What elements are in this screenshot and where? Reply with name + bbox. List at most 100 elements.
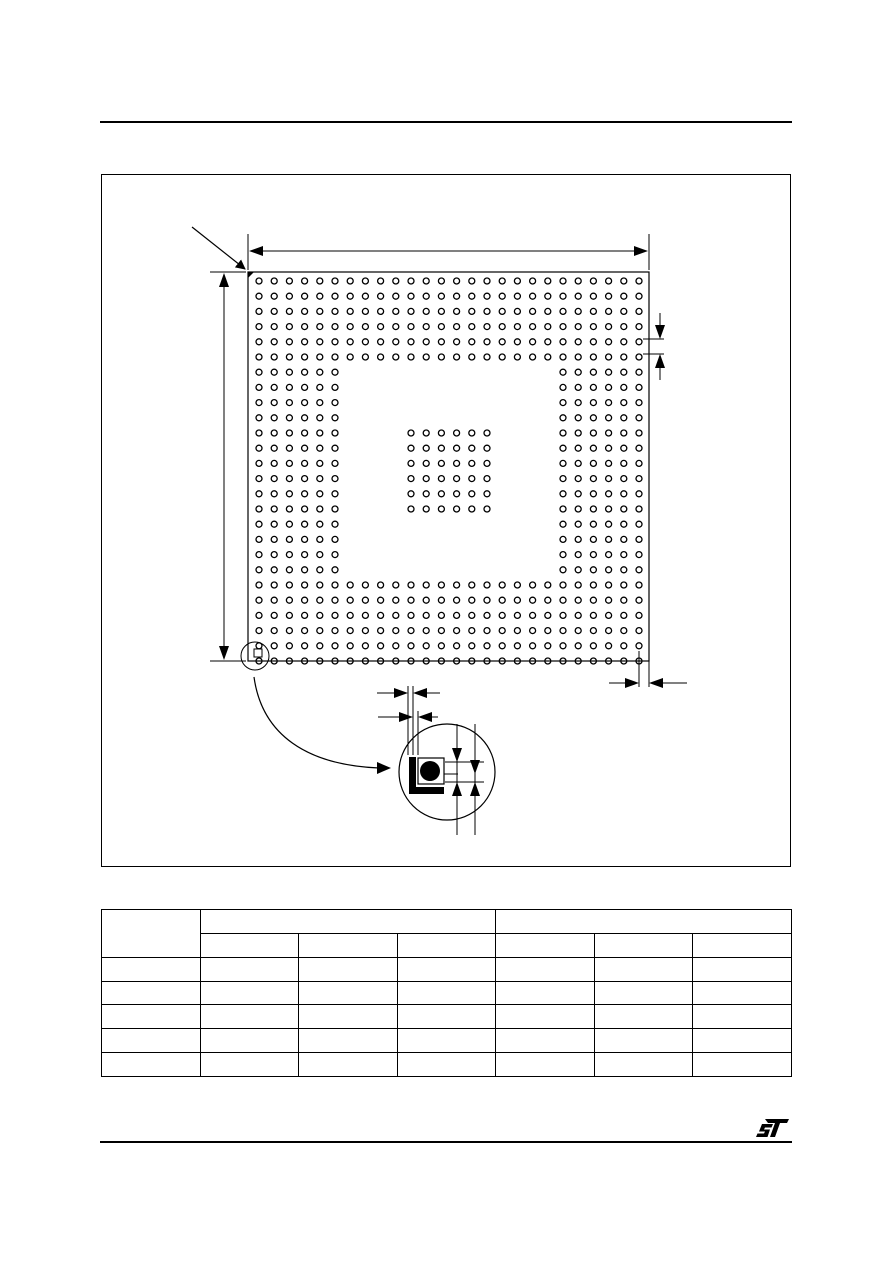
solder-ball	[635, 459, 643, 468]
solder-ball	[574, 459, 582, 468]
solder-ball	[559, 474, 567, 483]
package-outline	[247, 271, 650, 662]
solder-ball	[437, 444, 446, 452]
solder-ball	[620, 474, 628, 483]
table-row	[101, 1028, 792, 1054]
solder-ball	[270, 596, 278, 604]
solder-ball	[346, 626, 354, 635]
solder-ball	[437, 657, 446, 665]
arrow-left-icon	[413, 688, 427, 698]
solder-ball	[635, 642, 643, 650]
solder-ball	[635, 474, 643, 483]
solder-ball	[635, 292, 643, 300]
solder-ball	[452, 626, 461, 635]
solder-ball	[604, 520, 613, 528]
arrow-left-icon	[418, 712, 432, 722]
solder-ball	[437, 474, 446, 483]
solder-ball	[407, 307, 415, 316]
solder-ball	[559, 383, 567, 392]
solder-ball	[604, 322, 613, 331]
ball-grid	[255, 277, 643, 665]
table-cell	[298, 1028, 398, 1054]
solder-ball	[407, 581, 415, 589]
solder-ball	[361, 338, 370, 346]
solder-ball	[574, 535, 582, 544]
solder-ball	[422, 626, 430, 635]
table-cell	[101, 1052, 201, 1077]
solder-ball	[513, 353, 522, 361]
solder-ball	[620, 292, 628, 300]
solder-ball	[316, 611, 324, 620]
solder-ball	[468, 277, 476, 285]
solder-ball	[574, 398, 582, 407]
solder-ball	[589, 490, 598, 498]
solder-ball	[270, 277, 278, 285]
footer-rule	[100, 1141, 792, 1143]
table-cell	[298, 980, 398, 1006]
solder-ball	[452, 444, 461, 452]
solder-ball	[604, 383, 613, 392]
solder-ball	[316, 368, 324, 376]
solder-ball	[559, 353, 567, 361]
solder-ball	[300, 550, 309, 559]
solder-ball	[452, 429, 461, 437]
dimensions-table	[101, 909, 792, 1077]
solder-ball	[255, 322, 263, 331]
solder-ball	[331, 398, 339, 407]
solder-ball	[437, 292, 446, 300]
solder-ball	[513, 581, 522, 589]
solder-ball	[346, 657, 354, 665]
table-row	[101, 1052, 792, 1077]
solder-ball	[255, 520, 263, 528]
solder-ball	[544, 657, 552, 665]
table-cell	[692, 956, 792, 982]
solder-ball	[285, 581, 294, 589]
solder-ball	[483, 626, 491, 635]
solder-ball	[620, 657, 628, 665]
solder-ball	[635, 398, 643, 407]
solder-ball	[468, 444, 476, 452]
solder-ball	[316, 383, 324, 392]
solder-ball	[528, 277, 537, 285]
solder-ball	[559, 444, 567, 452]
solder-ball	[604, 474, 613, 483]
solder-ball	[452, 353, 461, 361]
solder-ball	[270, 444, 278, 452]
solder-ball	[620, 414, 628, 422]
solder-ball	[528, 353, 537, 361]
solder-ball	[437, 626, 446, 635]
table-cell	[101, 909, 201, 958]
solder-ball	[513, 292, 522, 300]
solder-ball	[559, 414, 567, 422]
solder-ball	[270, 626, 278, 635]
solder-ball	[285, 292, 294, 300]
solder-ball	[498, 307, 506, 316]
solder-ball	[255, 505, 263, 513]
solder-ball	[316, 429, 324, 437]
solder-ball	[604, 657, 613, 665]
solder-ball	[331, 520, 339, 528]
solder-ball	[589, 444, 598, 452]
solder-ball	[331, 444, 339, 452]
arrow-up-icon	[470, 782, 480, 796]
solder-ball	[376, 322, 385, 331]
solder-ball	[528, 642, 537, 650]
table-cell	[101, 980, 201, 1006]
solder-ball	[483, 277, 491, 285]
solder-ball	[635, 368, 643, 376]
table-cell	[692, 1028, 792, 1054]
table-header-row	[102, 932, 792, 958]
table-cell	[199, 980, 300, 1006]
solder-ball	[620, 322, 628, 331]
solder-ball	[331, 414, 339, 422]
solder-ball	[285, 368, 294, 376]
solder-ball	[544, 292, 552, 300]
solder-ball	[316, 444, 324, 452]
solder-ball	[285, 307, 294, 316]
solder-ball	[468, 307, 476, 316]
solder-ball	[376, 353, 385, 361]
solder-ball	[361, 277, 370, 285]
solder-ball	[589, 505, 598, 513]
solder-ball	[255, 596, 263, 604]
solder-ball	[437, 459, 446, 468]
